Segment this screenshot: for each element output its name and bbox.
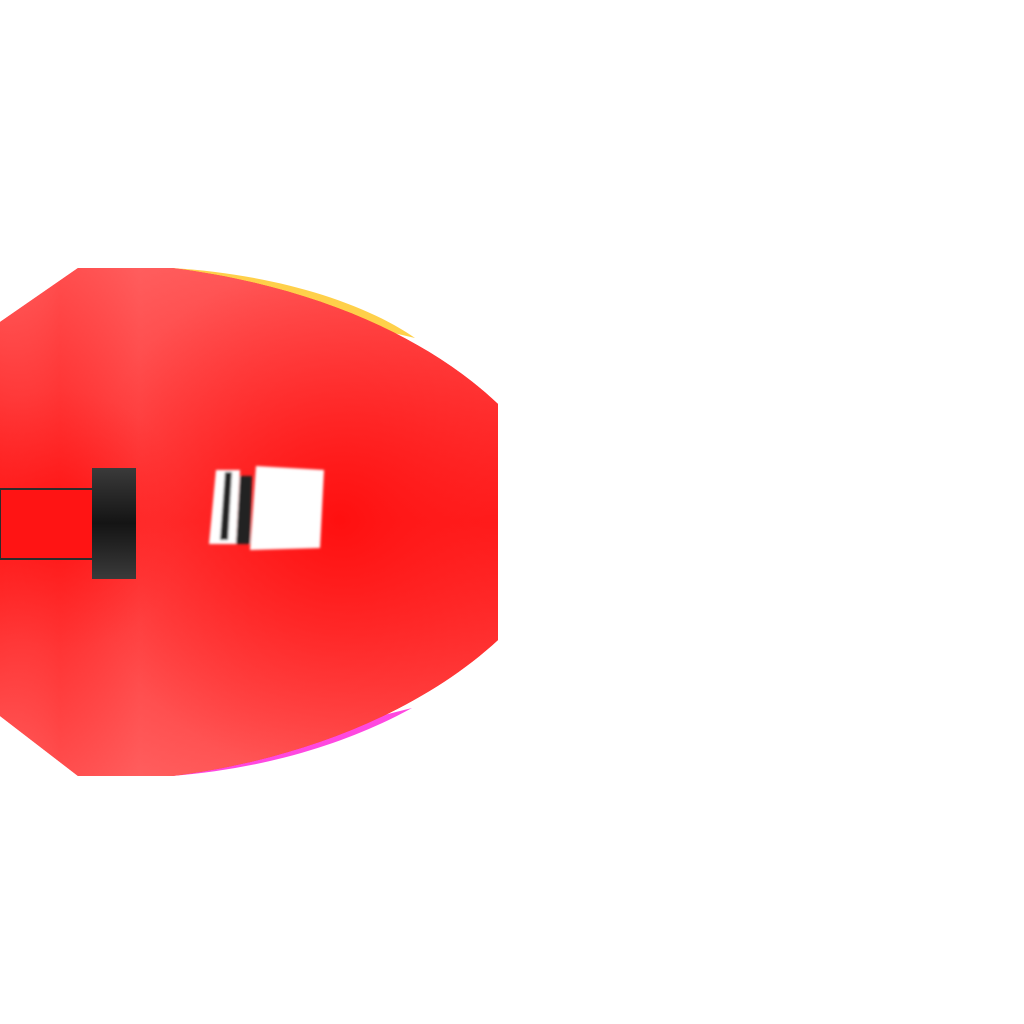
cannon-muzzle	[92, 468, 136, 579]
player-ship	[0, 268, 498, 776]
cockpit-stripe-a	[220, 472, 232, 540]
cockpit-window	[250, 466, 324, 550]
cockpit-stripe-b	[236, 476, 252, 544]
cannon-barrel	[0, 488, 97, 560]
ship-cockpit	[209, 466, 324, 550]
ship-cannon	[0, 468, 136, 579]
